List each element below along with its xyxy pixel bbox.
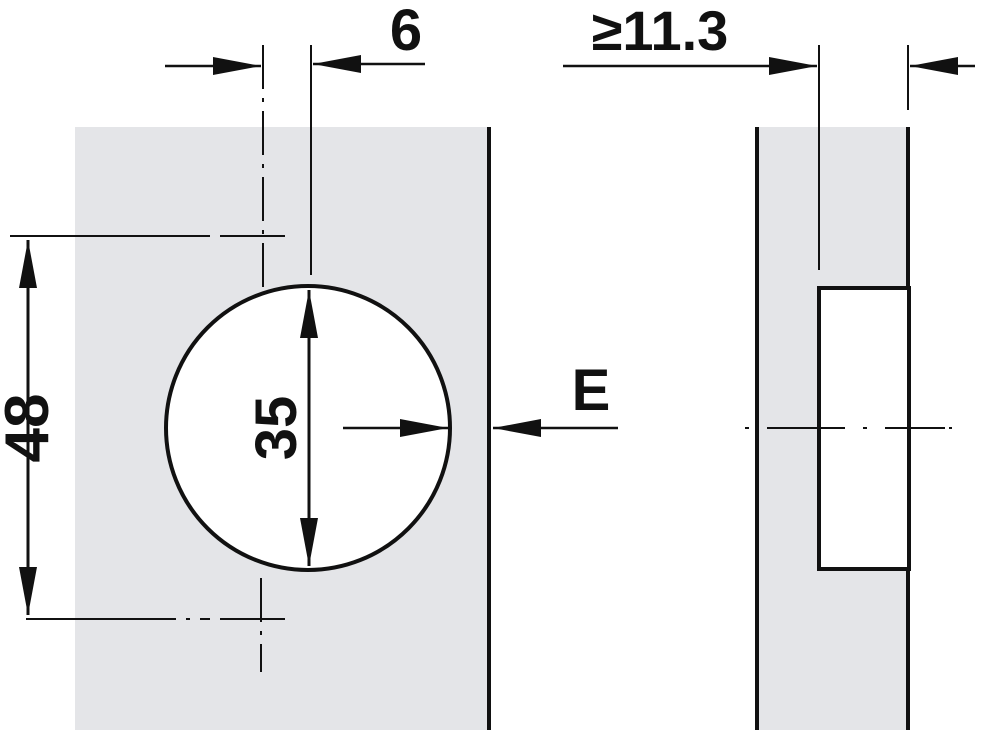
height-label: 48 bbox=[0, 394, 62, 463]
edge-label: E bbox=[572, 358, 611, 423]
spacing-label: ≥11.3 bbox=[592, 0, 729, 62]
offset-label: 6 bbox=[390, 0, 422, 63]
diameter-label: 35 bbox=[244, 396, 309, 461]
side-view: ≥11.3 bbox=[563, 0, 975, 730]
front-view: 35 6 48 E bbox=[0, 0, 618, 730]
